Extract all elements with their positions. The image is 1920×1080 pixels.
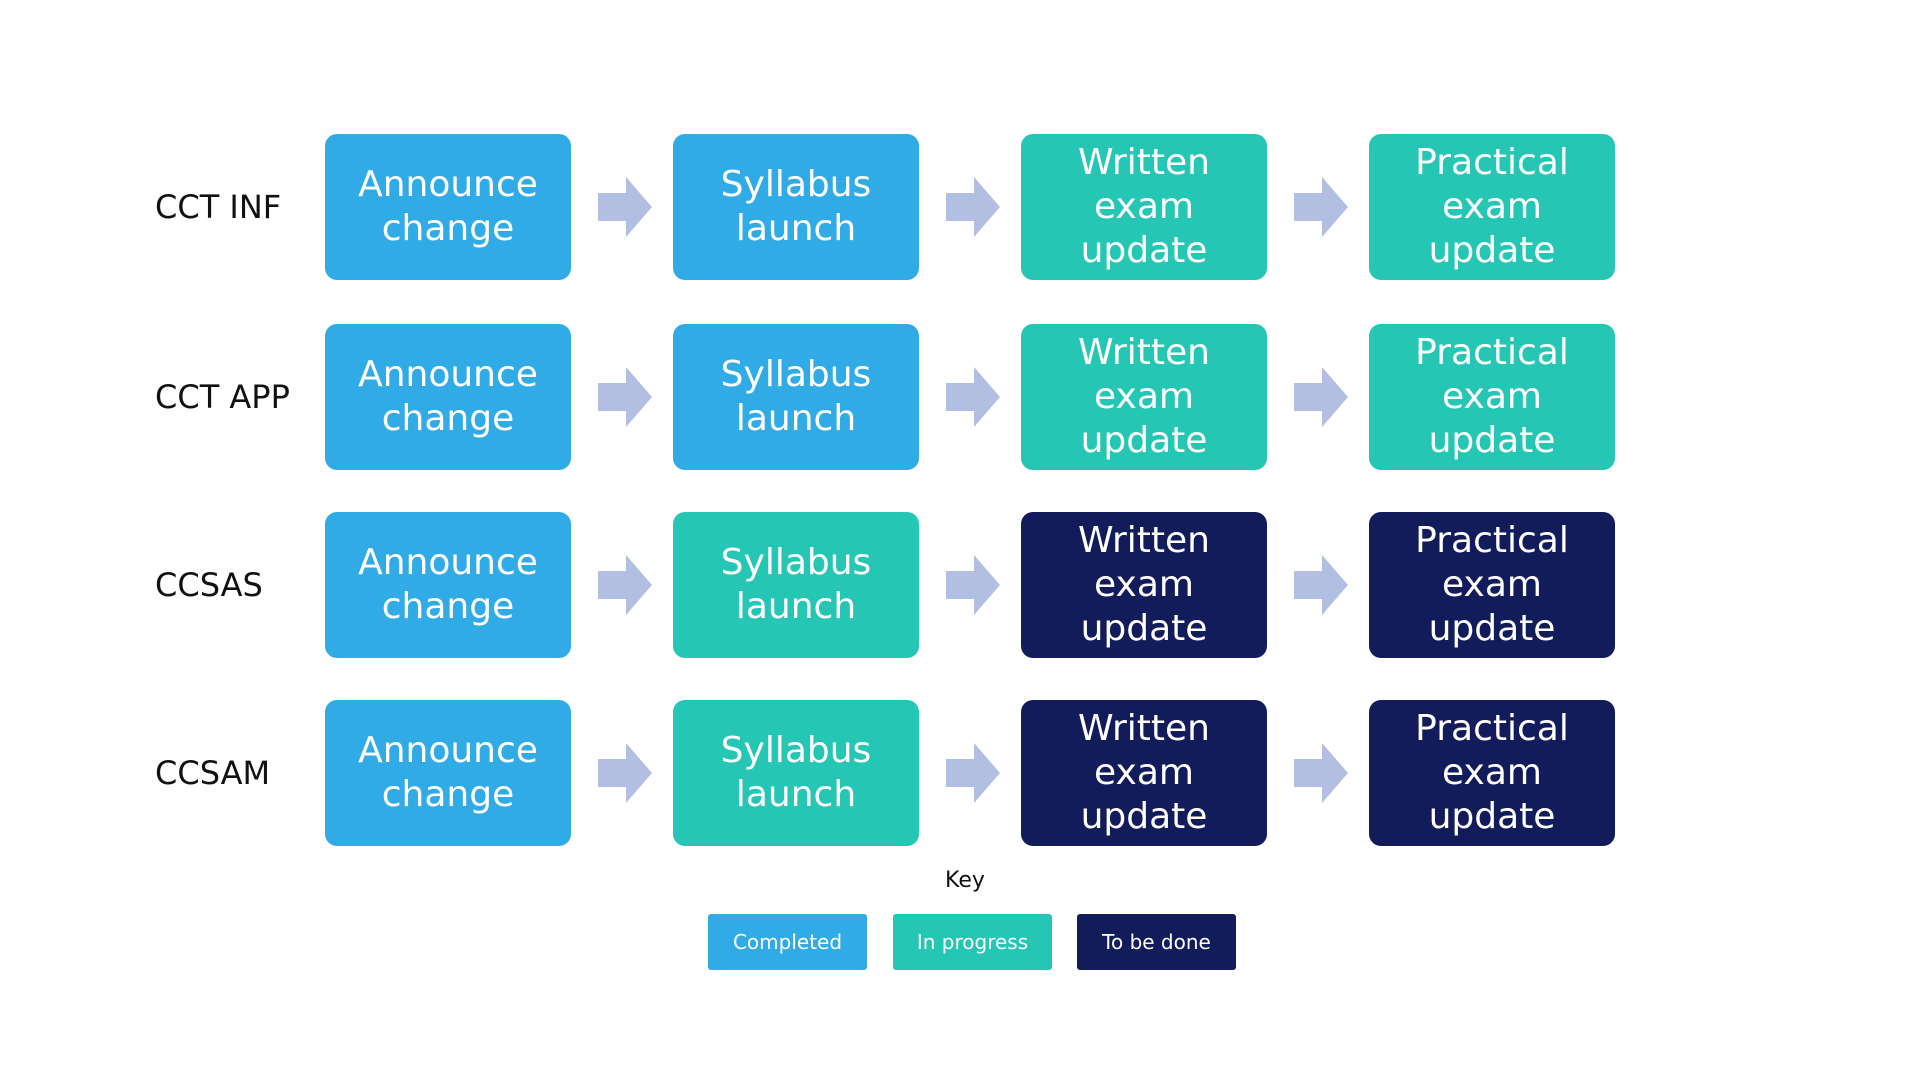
arrow-right-icon	[1294, 743, 1348, 803]
arrow-right-icon	[946, 743, 1000, 803]
arrow-right-icon	[946, 367, 1000, 427]
step-box: Practical exam update	[1369, 324, 1615, 470]
arrow-right-icon	[1294, 177, 1348, 237]
arrow-right-icon	[598, 367, 652, 427]
key-item-completed: Completed	[708, 914, 867, 970]
row-ccsas: CCSAS Announce change Syllabus launch Writt…	[0, 512, 1920, 658]
step-box: Syllabus launch	[673, 134, 919, 280]
key-title: Key	[945, 868, 985, 893]
step-label: Practical exam update	[1415, 332, 1569, 461]
row-ccsam: CCSAM Announce change Syllabus launch Writt…	[0, 700, 1920, 846]
step-box: Announce change	[325, 512, 571, 658]
step-box: Written exam update	[1021, 700, 1267, 846]
step-box: Announce change	[325, 700, 571, 846]
step-label: Announce change	[358, 354, 538, 439]
step-label: Announce change	[358, 542, 538, 627]
arrow-right-icon	[946, 555, 1000, 615]
row-cct-inf: CCT INF Announce change Syllabus launch Wri…	[0, 134, 1920, 280]
step-box: Announce change	[325, 134, 571, 280]
step-box: Written exam update	[1021, 512, 1267, 658]
step-box: Practical exam update	[1369, 134, 1615, 280]
step-box: Syllabus launch	[673, 324, 919, 470]
step-box: Written exam update	[1021, 324, 1267, 470]
step-label: Written exam update	[1078, 708, 1210, 837]
step-label: Practical exam update	[1415, 142, 1569, 271]
key-item-label: In progress	[916, 930, 1029, 954]
step-label: Announce change	[358, 164, 538, 249]
key-item-label: To be done	[1102, 930, 1211, 954]
row-cct-app: CCT APP Announce change Syllabus launch Wri…	[0, 324, 1920, 470]
key-item-to-be-done: To be done	[1077, 914, 1236, 970]
arrow-right-icon	[598, 177, 652, 237]
row-label: CCT INF	[155, 188, 282, 226]
step-box: Syllabus launch	[673, 700, 919, 846]
step-box: Written exam update	[1021, 134, 1267, 280]
row-label: CCSAM	[155, 754, 271, 792]
step-label: Syllabus launch	[720, 164, 872, 249]
arrow-right-icon	[598, 743, 652, 803]
step-label: Practical exam update	[1415, 520, 1569, 649]
step-box: Syllabus launch	[673, 512, 919, 658]
step-label: Syllabus launch	[720, 730, 872, 815]
arrow-right-icon	[598, 555, 652, 615]
arrow-right-icon	[1294, 367, 1348, 427]
step-label: Announce change	[358, 730, 538, 815]
step-label: Practical exam update	[1415, 708, 1569, 837]
key-item-in-progress: In progress	[893, 914, 1052, 970]
arrow-right-icon	[946, 177, 1000, 237]
key-item-label: Completed	[732, 930, 843, 954]
row-label: CCSAS	[155, 566, 263, 604]
step-label: Syllabus launch	[720, 542, 872, 627]
step-label: Syllabus launch	[720, 354, 872, 439]
step-box: Practical exam update	[1369, 512, 1615, 658]
step-label: Written exam update	[1078, 332, 1210, 461]
arrow-right-icon	[1294, 555, 1348, 615]
step-label: Written exam update	[1078, 142, 1210, 271]
step-box: Practical exam update	[1369, 700, 1615, 846]
step-label: Written exam update	[1078, 520, 1210, 649]
step-box: Announce change	[325, 324, 571, 470]
row-label: CCT APP	[155, 378, 290, 416]
